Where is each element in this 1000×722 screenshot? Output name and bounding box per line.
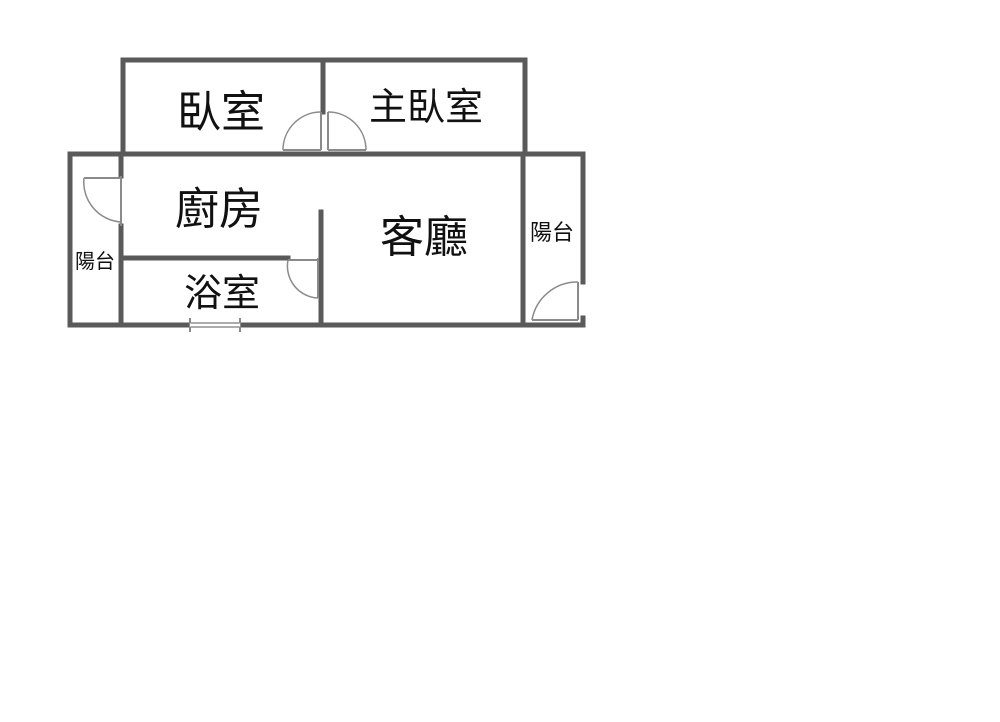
- room-labels: 臥室 主臥室 廚房 客廳 浴室 陽台 陽台: [75, 85, 574, 315]
- left-balcony-door: [83, 176, 122, 226]
- label-balcony-left: 陽台: [75, 249, 115, 273]
- bathroom-entrance: [189, 318, 241, 332]
- label-bedroom: 臥室: [177, 87, 265, 138]
- master-bedroom-door: [327, 111, 367, 151]
- walls: [67, 57, 586, 328]
- right-balcony-door: [531, 281, 579, 321]
- bathroom-door: [286, 258, 319, 299]
- label-bathroom: 浴室: [184, 271, 260, 315]
- label-master-bedroom: 主臥室: [369, 85, 483, 129]
- doors: [83, 111, 579, 332]
- label-living-room: 客廳: [380, 212, 468, 263]
- label-kitchen: 廚房: [175, 184, 263, 235]
- label-balcony-right: 陽台: [530, 221, 574, 246]
- bedroom-door: [282, 111, 322, 151]
